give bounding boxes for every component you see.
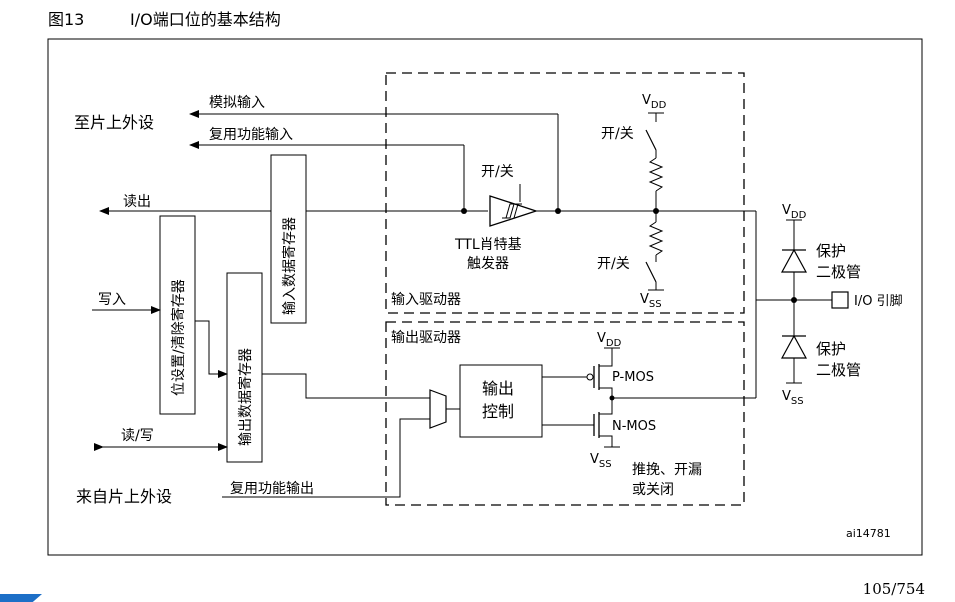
pmos-gate-bubble: [586, 373, 594, 381]
analog-input-label: 模拟输入: [209, 95, 265, 111]
junction-dot: [555, 208, 561, 214]
pullup-on-off-label: 开/关: [601, 126, 634, 142]
write-in-label: 写入: [98, 292, 126, 308]
upper-diode-label-2: 二极管: [816, 263, 861, 281]
pulldown-vss-label: VSS: [640, 292, 662, 310]
ttl-schmitt-trigger: [489, 195, 539, 227]
bit-set-reset-register-label: 位设置/清除寄存器: [170, 279, 187, 396]
output-control-block: [459, 364, 543, 438]
alt-output-to-mux-line: [222, 418, 430, 498]
figure-caption: 图13 I/O端口位的基本结构: [48, 6, 281, 30]
junction-dot: [461, 208, 467, 214]
to-peripheral-label: 至片上外设: [74, 113, 154, 132]
alt-func-output-label: 复用功能输出: [230, 480, 314, 497]
pulldown-switch: [645, 261, 657, 283]
input-data-register-label: 输入数据寄存器: [281, 217, 298, 315]
figure-number: 图13: [48, 10, 85, 29]
read-out-label: 读出: [123, 193, 151, 210]
push-pull-label-1: 推挽、开漏: [632, 462, 702, 478]
bit-set-reset-register: [159, 215, 196, 415]
output-data-register-label: 输出数据寄存器: [237, 348, 254, 446]
page-number: 105/754: [862, 580, 925, 598]
diode-vdd-label: VDD: [782, 203, 807, 221]
pullup-vdd-label: VDD: [642, 93, 667, 111]
hysteresis-icon: [502, 203, 522, 219]
input-data-register: [270, 154, 307, 324]
nmos-label: N-MOS: [612, 419, 656, 434]
output-multiplexer: [429, 389, 447, 429]
figure-title: I/O端口位的基本结构: [130, 10, 281, 29]
nmos-vss-label: VSS: [590, 452, 612, 470]
pulldown-on-off-label: 开/关: [597, 256, 630, 272]
pullup-switch: [645, 129, 657, 151]
pmos-label: P-MOS: [612, 370, 654, 385]
input-driver-label: 输入驱动器: [391, 292, 461, 308]
lower-diode-label-1: 保护: [816, 340, 846, 358]
from-peripheral-label: 来自片上外设: [76, 487, 172, 506]
junction-dot: [609, 395, 615, 401]
output-control-label-1: 输出: [482, 379, 514, 398]
lower-protection-diode: [780, 334, 808, 359]
read-write-label: 读/写: [121, 427, 154, 444]
ttl-schmitt-label-2: 触发器: [467, 256, 509, 272]
pmos-drain-source: [599, 355, 613, 367]
output-control-label-2: 控制: [482, 402, 514, 421]
ttl-schmitt-label-1: TTL肖特基: [454, 236, 522, 253]
figure-frame: [47, 38, 923, 556]
nmos-source: [599, 435, 613, 447]
upper-diode-label-1: 保护: [816, 242, 846, 260]
odr-to-mux-line: [262, 373, 430, 399]
figure-id-label: ai14781: [846, 527, 891, 540]
output-data-register: [226, 272, 263, 463]
pmos-drain: [599, 387, 613, 398]
io-pin-square: [831, 291, 849, 309]
pmos-vdd-label: VDD: [597, 331, 622, 349]
pullup-resistor: [648, 157, 664, 192]
bsr-to-odr-line: [195, 320, 228, 378]
output-driver-label: 输出驱动器: [391, 330, 461, 346]
lower-diode-label-2: 二极管: [816, 361, 861, 379]
push-pull-label-2: 或关闭: [632, 482, 674, 498]
pulldown-resistor: [648, 221, 664, 256]
diode-vss-label: VSS: [782, 389, 804, 407]
nmos-drain: [599, 398, 613, 415]
output-driver-box: [385, 321, 745, 506]
upper-protection-diode: [780, 248, 808, 273]
alt-func-input-label: 复用功能输入: [209, 126, 293, 143]
accent-bar: [0, 594, 42, 602]
input-driver-box: [385, 72, 745, 314]
trigger-on-off-label: 开/关: [481, 164, 514, 180]
io-pin-label: I/O 引脚: [854, 293, 903, 309]
